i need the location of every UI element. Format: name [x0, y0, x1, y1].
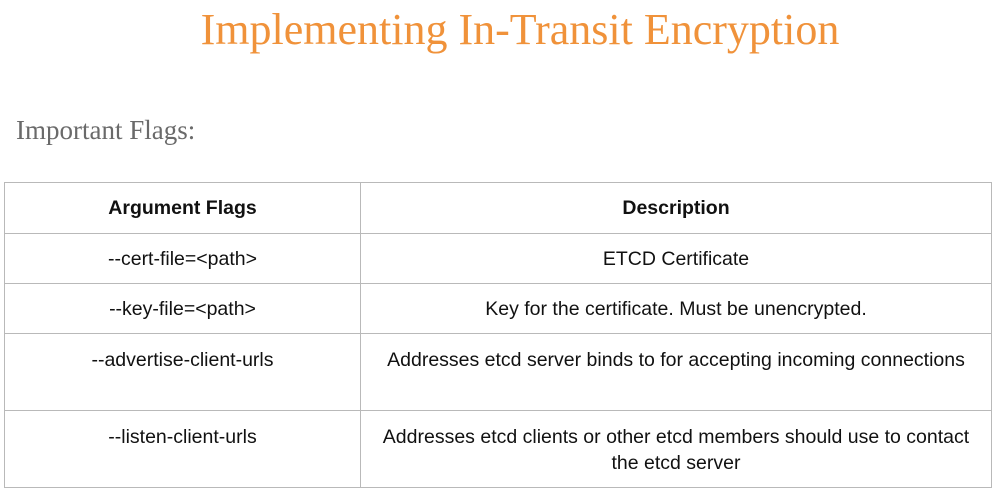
description-cell: Key for the certificate. Must be unencry…	[360, 283, 992, 334]
flag-cell: --cert-file=<path>	[4, 233, 361, 284]
table-header-row: Argument Flags Description	[4, 182, 992, 234]
table-row: --listen-client-urls Addresses etcd clie…	[4, 410, 992, 488]
column-header-argument-flags: Argument Flags	[4, 182, 361, 234]
flags-table: Argument Flags Description --cert-file=<…	[4, 182, 992, 488]
table-row: --cert-file=<path> ETCD Certificate	[4, 233, 992, 284]
slide-title: Implementing In-Transit Encryption	[200, 5, 840, 54]
description-cell: ETCD Certificate	[360, 233, 992, 284]
column-header-description: Description	[360, 182, 992, 234]
table-row: --advertise-client-urls Addresses etcd s…	[4, 333, 992, 411]
flag-cell: --listen-client-urls	[4, 410, 361, 488]
flag-cell: --advertise-client-urls	[4, 333, 361, 411]
description-cell: Addresses etcd server binds to for accep…	[360, 333, 992, 411]
table-row: --key-file=<path> Key for the certificat…	[4, 283, 992, 334]
flag-cell: --key-file=<path>	[4, 283, 361, 334]
description-cell: Addresses etcd clients or other etcd mem…	[360, 410, 992, 488]
section-label: Important Flags:	[16, 115, 196, 145]
